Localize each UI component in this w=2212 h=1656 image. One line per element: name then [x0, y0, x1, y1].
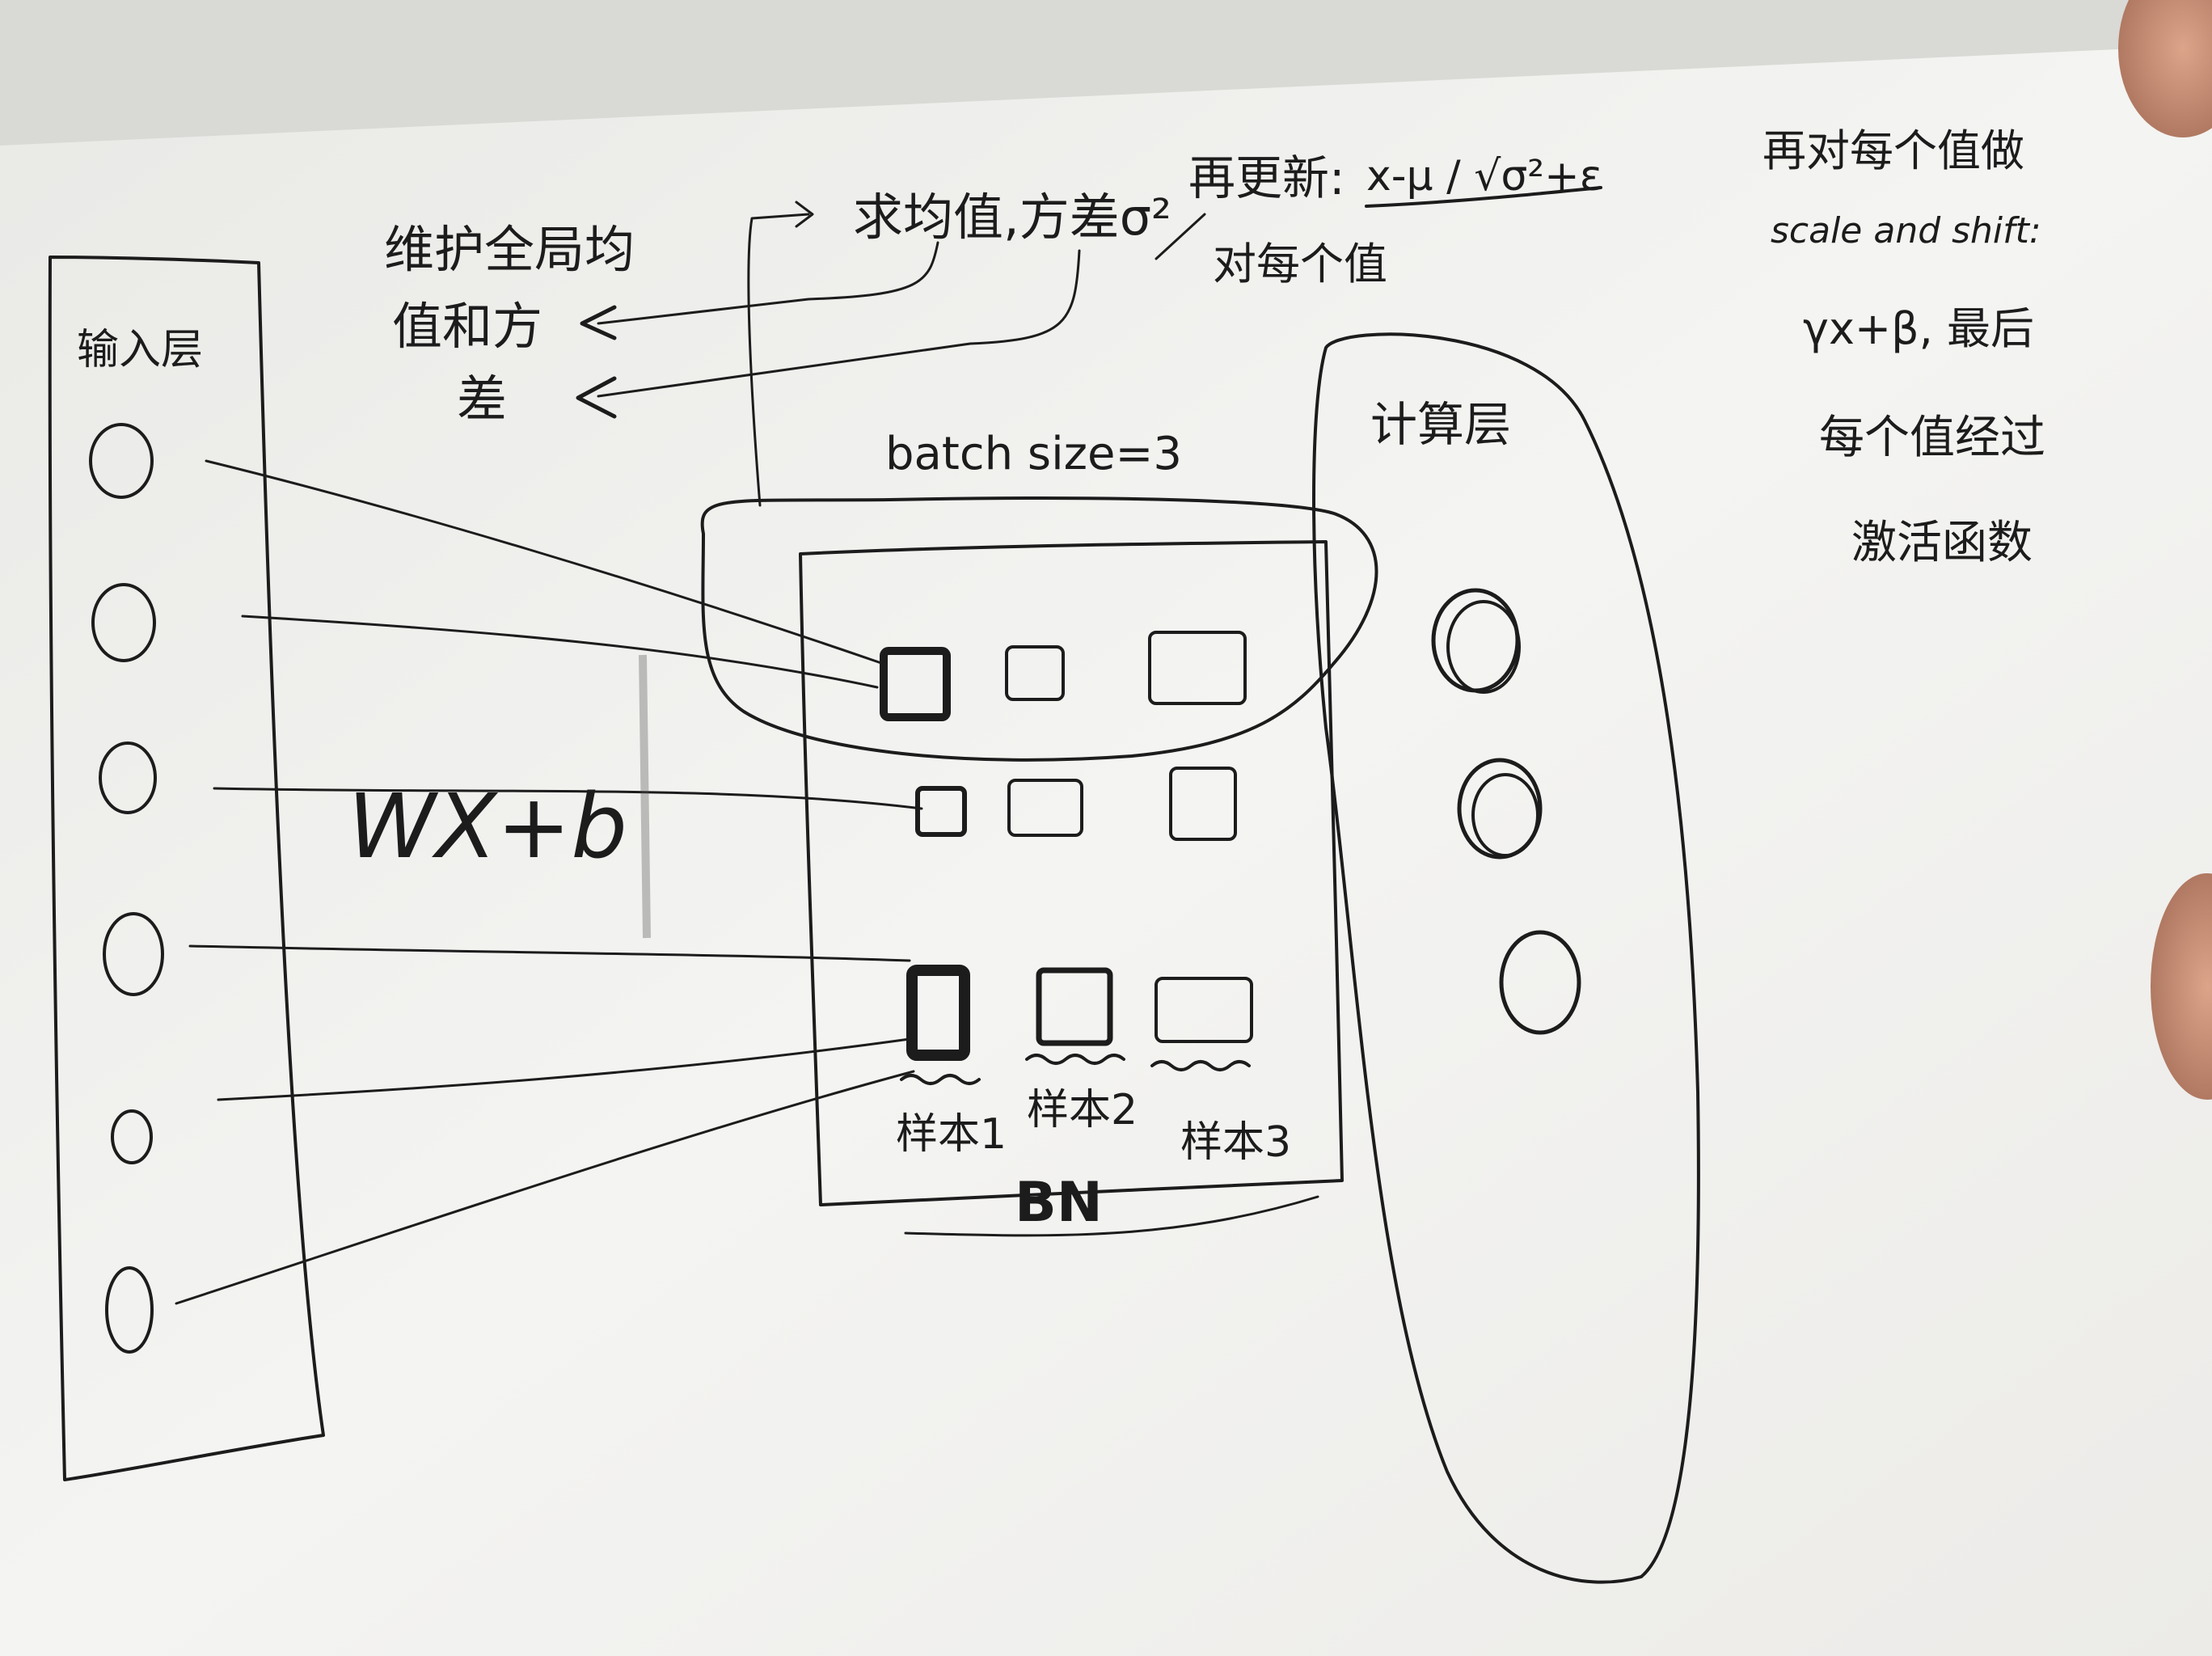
sample-label: 样本1: [896, 1110, 1007, 1159]
scale-shift-line3: γx+β, 最后: [1803, 303, 2034, 354]
maintain-label-line1: 维护全局均: [384, 220, 635, 279]
batch-size-label: batch size=3: [885, 428, 1182, 480]
per-value-label: 对每个值: [1213, 239, 1387, 289]
sample-label: 样本3: [1180, 1118, 1291, 1167]
scale-shift-line2: scale and shift:: [1771, 210, 2041, 251]
hidden-layer-label: 计算层: [1370, 397, 1511, 452]
update-label: 再更新:: [1188, 150, 1345, 205]
scale-shift-line5: 激活函数: [1851, 517, 2033, 569]
scale-shift-line1: 再对每个值做: [1762, 125, 2024, 176]
bn-label: BN: [1015, 1171, 1103, 1235]
sample-label: 样本2: [1027, 1086, 1138, 1134]
linear-label: WX+b: [348, 775, 627, 878]
maintain-label-line3: 差: [457, 370, 507, 429]
mean-variance-label: 求均值,方差σ²: [853, 188, 1171, 247]
input-layer-label: 输入层: [77, 326, 203, 374]
maintain-label-line2: 值和方: [392, 297, 542, 356]
pen-mark: [643, 655, 647, 938]
paper-sheet: [0, 49, 2212, 1656]
update-formula: x-μ / √σ²+ε: [1366, 152, 1602, 201]
scale-shift-line4: 每个值经过: [1819, 412, 2045, 464]
